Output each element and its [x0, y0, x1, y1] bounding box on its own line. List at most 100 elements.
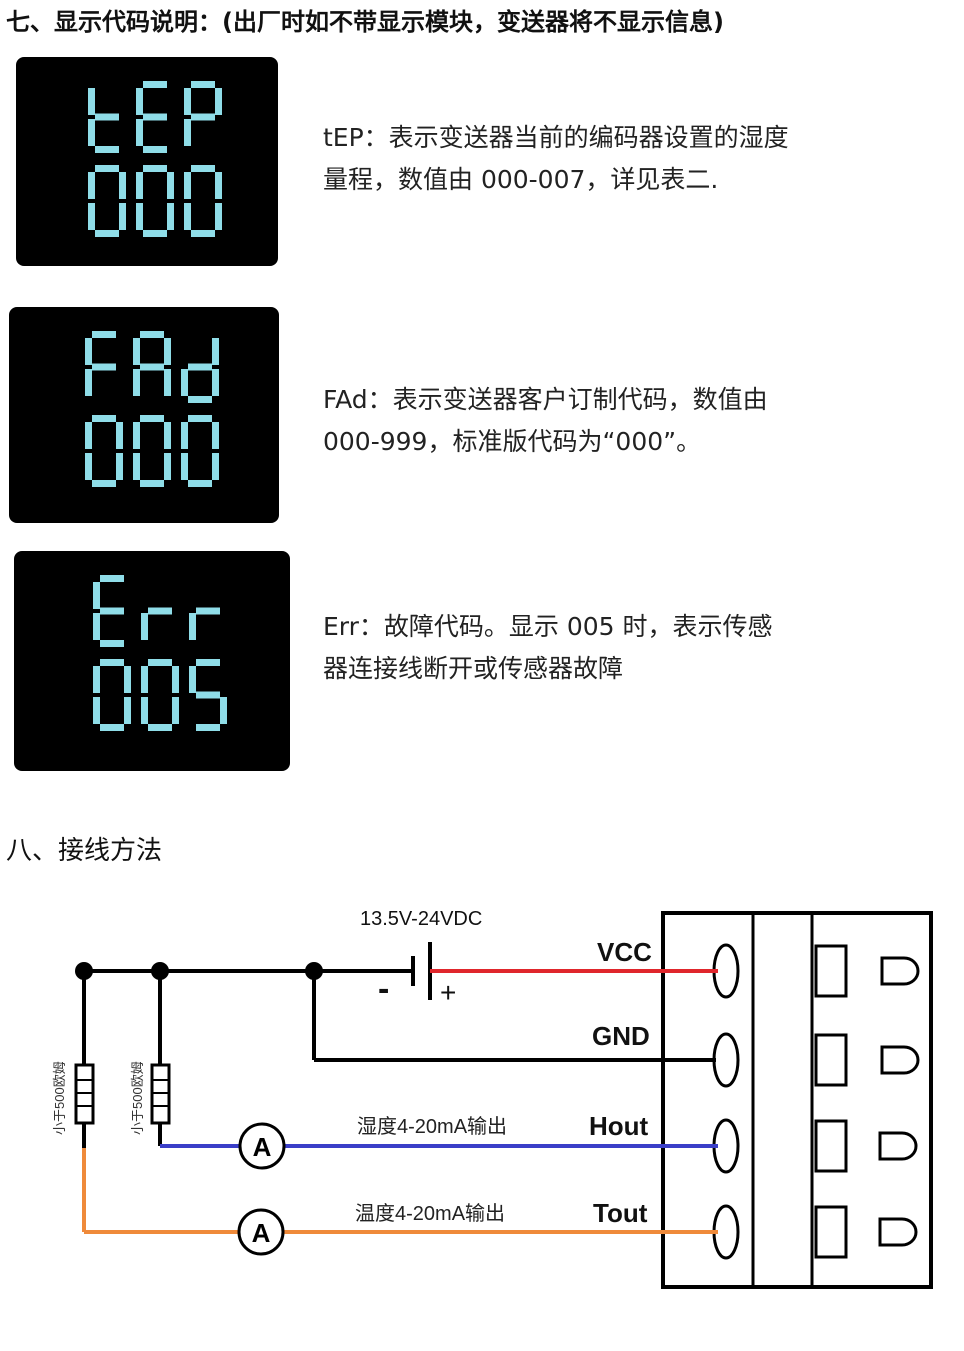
supply-label: 13.5V-24VDC: [360, 908, 482, 930]
lcd-segment: [215, 203, 222, 230]
tep-description: tEP：表示变送器当前的编码器设置的湿度量程，数值由 000-007，详见表二.: [323, 123, 789, 194]
ammeter-symbol: A: [252, 1218, 271, 1248]
lcd-segment: [143, 146, 167, 153]
lcd-segment: [184, 88, 191, 115]
lcd-segment: [220, 697, 227, 724]
resistor-label-2: 小于500欧姆: [130, 1061, 145, 1135]
lcd-segment: [116, 453, 123, 480]
lcd-segment: [85, 453, 92, 480]
lcd-segment: [148, 607, 172, 615]
terminal-screws: [712, 943, 740, 1260]
clamp-tab: [880, 956, 920, 986]
err-description: Err：故障代码。显示 005 时，表示传感器连接线断开或传感器故障: [323, 612, 773, 683]
clamp-box: [814, 944, 848, 998]
lcd-segment: [92, 480, 116, 487]
lcd-segment: [95, 230, 119, 237]
lcd-segment: [191, 230, 215, 237]
temperature-output-label: 温度4-20mA输出: [355, 1202, 505, 1225]
lcd-segment: [136, 172, 143, 199]
lcd-segment: [196, 659, 220, 666]
clamp-box: [814, 1119, 848, 1173]
lcd-segment: [141, 666, 148, 693]
junction-dot: [75, 962, 93, 980]
battery-symbol: [411, 942, 432, 1000]
lcd-segment: [164, 422, 171, 449]
lcd-segment: [100, 724, 124, 731]
lcd-segment: [148, 724, 172, 731]
lcd-segment: [92, 363, 116, 371]
humidity-output-label: 湿度4-20mA输出: [357, 1115, 507, 1138]
lcd-segment: [95, 165, 119, 172]
lcd-segment: [92, 331, 116, 338]
lcd-segment: [133, 369, 140, 396]
lcd-segment: [88, 119, 95, 146]
lcd-segment: [172, 666, 179, 693]
lcd-panel-err: [14, 551, 290, 771]
lcd-segment: [95, 113, 119, 121]
lcd-segment: [188, 480, 212, 487]
lcd-segment: [181, 422, 188, 449]
lcd-segment: [95, 146, 119, 153]
ammeter-symbol: A: [253, 1132, 272, 1162]
resistor-1: [74, 1063, 95, 1125]
lcd-display-fad: [85, 331, 219, 487]
lcd-segment: [181, 369, 188, 396]
terminal-block: [661, 911, 933, 1289]
lcd-segment: [184, 172, 191, 199]
lcd-segment: [212, 369, 219, 396]
lcd-segment: [184, 203, 191, 230]
lcd-segment: [172, 697, 179, 724]
plus-sign: +: [440, 977, 456, 1008]
lcd-segment: [140, 363, 164, 371]
lcd-segment: [215, 88, 222, 115]
lcd-segment: [164, 453, 171, 480]
lcd-segment: [140, 480, 164, 487]
lcd-segment: [136, 88, 143, 115]
lcd-segment: [189, 666, 196, 693]
lcd-segment: [92, 415, 116, 422]
lcd-segment: [191, 113, 215, 121]
lcd-segment: [100, 659, 124, 666]
lcd-segment: [141, 613, 148, 640]
junction-dot: [151, 962, 169, 980]
lcd-segment: [85, 369, 92, 396]
minus-sign: -: [378, 970, 389, 1008]
wiring-diagram: 13.5V-24VDC - + 小于500欧姆 小于500欧姆 A A 湿度4-…: [52, 908, 933, 1289]
lcd-segment: [100, 640, 124, 647]
lcd-segment: [100, 575, 124, 582]
lcd-segment: [191, 81, 215, 88]
section-8-heading: 八、接线方法: [6, 836, 163, 866]
clamp-tab: [878, 1131, 918, 1161]
lcd-segment: [88, 203, 95, 230]
lcd-segment: [136, 203, 143, 230]
terminal-screw-gnd: [712, 1032, 740, 1088]
lcd-segment: [88, 88, 95, 115]
lcd-segment: [188, 415, 212, 422]
resistor-2: [150, 1063, 171, 1125]
junction-dot: [305, 962, 323, 980]
lcd-segment: [93, 666, 100, 693]
lcd-segment: [212, 338, 219, 365]
lcd-segment: [143, 230, 167, 237]
lcd-segment: [93, 613, 100, 640]
lcd-segment: [119, 172, 126, 199]
lcd-segment: [188, 363, 212, 371]
lcd-segment: [143, 113, 167, 121]
clamp-tab: [878, 1217, 918, 1247]
clamp-box: [814, 1033, 848, 1087]
lcd-segment: [164, 338, 171, 365]
lcd-segment: [85, 338, 92, 365]
lcd-segment: [148, 659, 172, 666]
lcd-segment: [140, 415, 164, 422]
lcd-segment: [133, 422, 140, 449]
lcd-segment: [181, 453, 188, 480]
lcd-segment: [136, 119, 143, 146]
lcd-segment: [164, 369, 171, 396]
clamp-box: [814, 1205, 848, 1259]
terminal-label-hout: Hout: [589, 1111, 649, 1141]
lcd-segment: [191, 165, 215, 172]
terminal-clamps: [814, 944, 920, 1259]
lcd-segment: [119, 203, 126, 230]
terminal-label-tout: Tout: [593, 1198, 648, 1228]
section-7-heading: 七、显示代码说明：(出厂时如不带显示模块，变送器将不显示信息): [6, 8, 724, 36]
